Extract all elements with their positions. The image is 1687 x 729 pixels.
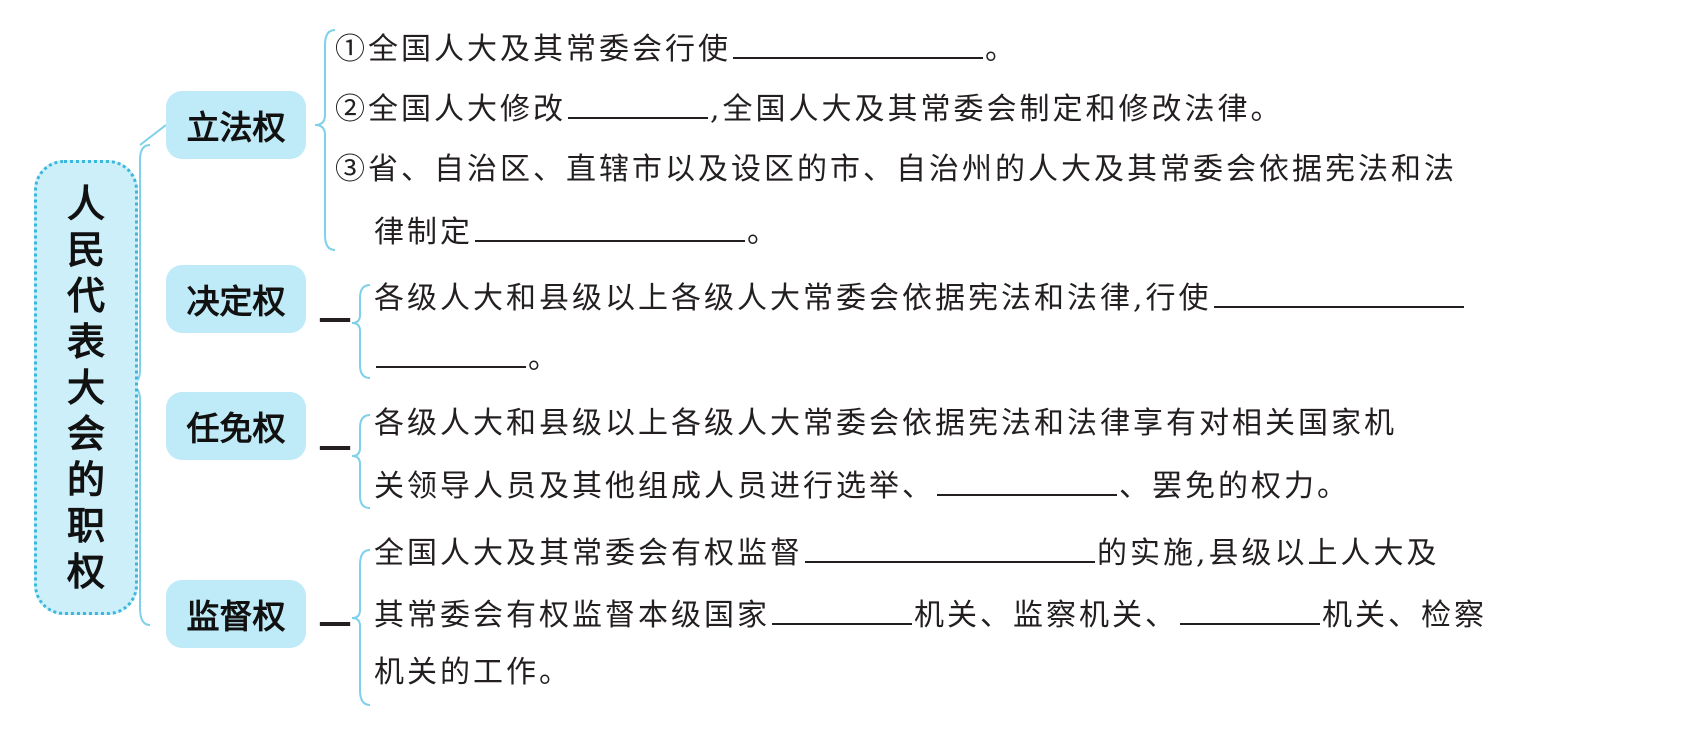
connector-legislative xyxy=(139,124,167,146)
blank xyxy=(568,89,708,119)
node-label: 立法权 xyxy=(186,108,286,147)
text: 。 xyxy=(985,32,1018,67)
text: 、罢免的权力。 xyxy=(1119,469,1350,504)
blank xyxy=(475,212,745,242)
dash-decision: — xyxy=(318,298,355,338)
root-node: 人 民 代 表 大 会 的 职 权 xyxy=(34,160,138,615)
dash-supervision: — xyxy=(318,602,355,642)
text: ③省、自治区、直辖市以及设区的市、自治州的人大及其常委会依据宪法和法 xyxy=(335,152,1457,187)
blank xyxy=(772,595,912,625)
supervision-brace xyxy=(351,549,371,706)
legislative-line-1: ①全国人大及其常委会行使 。 xyxy=(335,29,1018,68)
blank xyxy=(733,29,983,59)
text: 其常委会有权监督本级国家 xyxy=(374,598,770,633)
node-label: 任免权 xyxy=(186,409,286,448)
text: 的实施,县级以上人大及 xyxy=(1097,536,1440,571)
decision-line-2: 。 xyxy=(374,338,561,377)
text: 机关的工作。 xyxy=(374,655,572,690)
legislative-brace xyxy=(314,29,336,251)
text: 。 xyxy=(747,215,780,250)
root-char: 表 xyxy=(66,319,105,364)
blank xyxy=(937,466,1117,496)
text: 各级人大和县级以上各级人大常委会依据宪法和法律享有对相关国家机 xyxy=(374,406,1397,441)
appointment-line-1: 各级人大和县级以上各级人大常委会依据宪法和法律享有对相关国家机 xyxy=(374,406,1397,442)
root-char: 权 xyxy=(66,549,105,594)
root-char: 代 xyxy=(66,273,105,318)
dash-appointment: — xyxy=(318,426,355,466)
supervision-line-2: 其常委会有权监督本级国家 机关、监察机关、 机关、检察 xyxy=(374,595,1487,634)
node-decision: 决定权 xyxy=(166,265,306,333)
text: 。 xyxy=(528,341,561,376)
root-char: 职 xyxy=(66,503,105,548)
supervision-line-3: 机关的工作。 xyxy=(374,655,572,691)
text: ②全国人大修改 xyxy=(335,92,566,127)
text: ①全国人大及其常委会行使 xyxy=(335,32,731,67)
root-char: 的 xyxy=(66,457,105,502)
root-char: 民 xyxy=(66,227,105,272)
legislative-line-3: ③省、自治区、直辖市以及设区的市、自治州的人大及其常委会依据宪法和法 xyxy=(335,152,1457,188)
node-label: 决定权 xyxy=(186,282,286,321)
legislative-line-4: 律制定 。 xyxy=(374,212,780,251)
supervision-line-1: 全国人大及其常委会有权监督 的实施,县级以上人大及 xyxy=(374,533,1440,572)
text: 机关、监察机关、 xyxy=(914,598,1178,633)
appointment-brace xyxy=(351,414,371,509)
connector-decision xyxy=(140,320,166,340)
node-appointment: 任免权 xyxy=(166,392,306,460)
text: 机关、检察 xyxy=(1322,598,1487,633)
legislative-line-2: ②全国人大修改 ,全国人大及其常委会制定和修改法律。 xyxy=(335,89,1284,128)
appointment-line-2: 关领导人员及其他组成人员进行选举、 、罢免的权力。 xyxy=(374,466,1350,505)
root-char: 大 xyxy=(66,365,105,410)
text: 全国人大及其常委会有权监督 xyxy=(374,536,803,571)
root-char: 人 xyxy=(66,181,105,226)
blank xyxy=(1180,595,1320,625)
text: 律制定 xyxy=(374,215,473,250)
blank xyxy=(376,338,526,368)
text: ,全国人大及其常委会制定和修改法律。 xyxy=(710,92,1284,127)
root-title: 人 民 代 表 大 会 的 职 权 xyxy=(37,163,135,612)
decision-brace xyxy=(351,284,371,379)
text: 关领导人员及其他组成人员进行选举、 xyxy=(374,469,935,504)
node-label: 监督权 xyxy=(186,597,286,636)
decision-line-1: 各级人大和县级以上各级人大常委会依据宪法和法律,行使 xyxy=(374,278,1466,317)
node-legislative: 立法权 xyxy=(166,91,306,159)
text: 各级人大和县级以上各级人大常委会依据宪法和法律,行使 xyxy=(374,281,1212,316)
root-char: 会 xyxy=(66,411,105,456)
blank xyxy=(1213,278,1464,308)
node-supervision: 监督权 xyxy=(166,580,306,648)
blank xyxy=(805,533,1095,563)
